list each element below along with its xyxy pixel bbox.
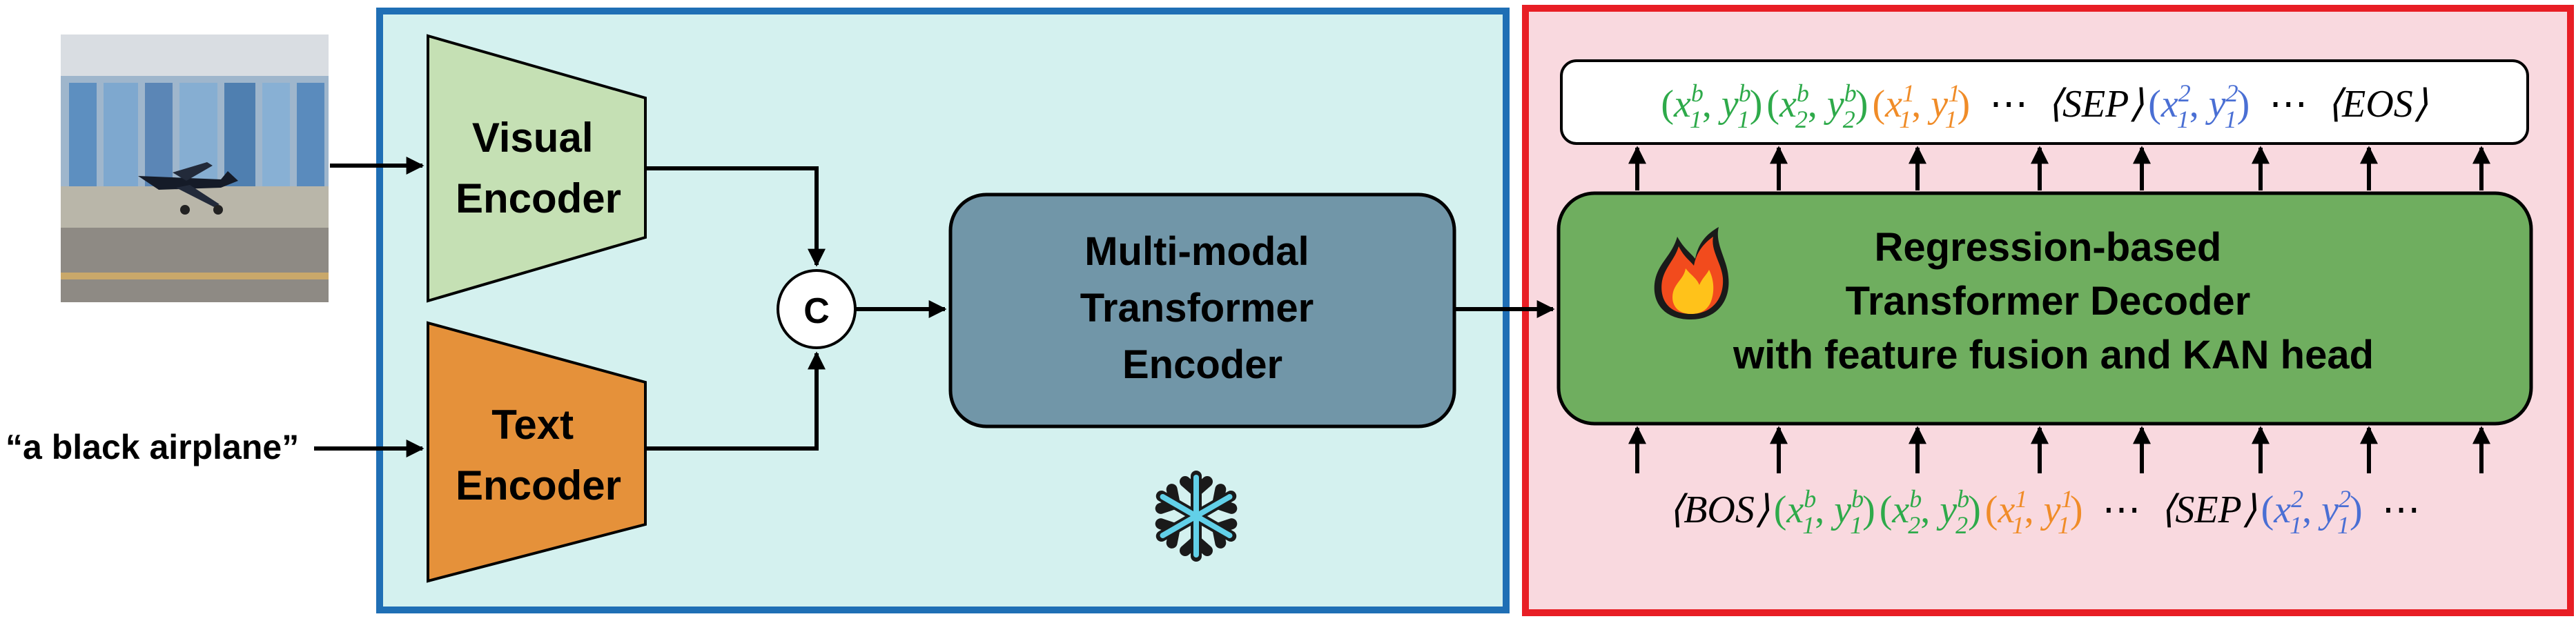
- output-sequence-box: [1560, 59, 2529, 145]
- output-ellipsis: ⋯: [1989, 83, 2028, 126]
- output-special-token: ⟨EOS⟩: [2327, 83, 2428, 126]
- fire-icon: [1654, 227, 1729, 319]
- input-special-token: ⟨SEP⟩: [2160, 489, 2256, 531]
- input-ellipsis: ⋯: [2102, 489, 2140, 531]
- text-encoder-label: Text Encoder: [456, 402, 621, 509]
- token-arrows: [1628, 146, 2490, 473]
- input-ellipsis: ⋯: [2382, 489, 2421, 531]
- arrow-visual-to-concat: [645, 166, 826, 267]
- visual-encoder-label: Visual Encoder: [456, 115, 621, 221]
- visual-encoder-box: [427, 34, 647, 303]
- connectors: [314, 157, 1555, 457]
- multimodal-encoder-label: Multi-modal Transformer Encoder: [1080, 229, 1325, 387]
- text-encoder-box: [427, 321, 647, 583]
- arrow-text-to-concat: [645, 351, 826, 451]
- input-image: [61, 34, 329, 302]
- decoder-label: Regression-based Transformer Decoder wit…: [1733, 225, 2374, 377]
- snowflake-icon: [1156, 471, 1236, 556]
- decoder-box: [1557, 191, 2533, 426]
- concat-symbol: C: [803, 291, 830, 331]
- input-text: “a black airplane”: [6, 428, 299, 466]
- input-special-token: ⟨BOS⟩: [1668, 489, 1769, 531]
- output-special-token: ⟨SEP⟩: [2047, 83, 2144, 126]
- output-ellipsis: ⋯: [2269, 83, 2307, 126]
